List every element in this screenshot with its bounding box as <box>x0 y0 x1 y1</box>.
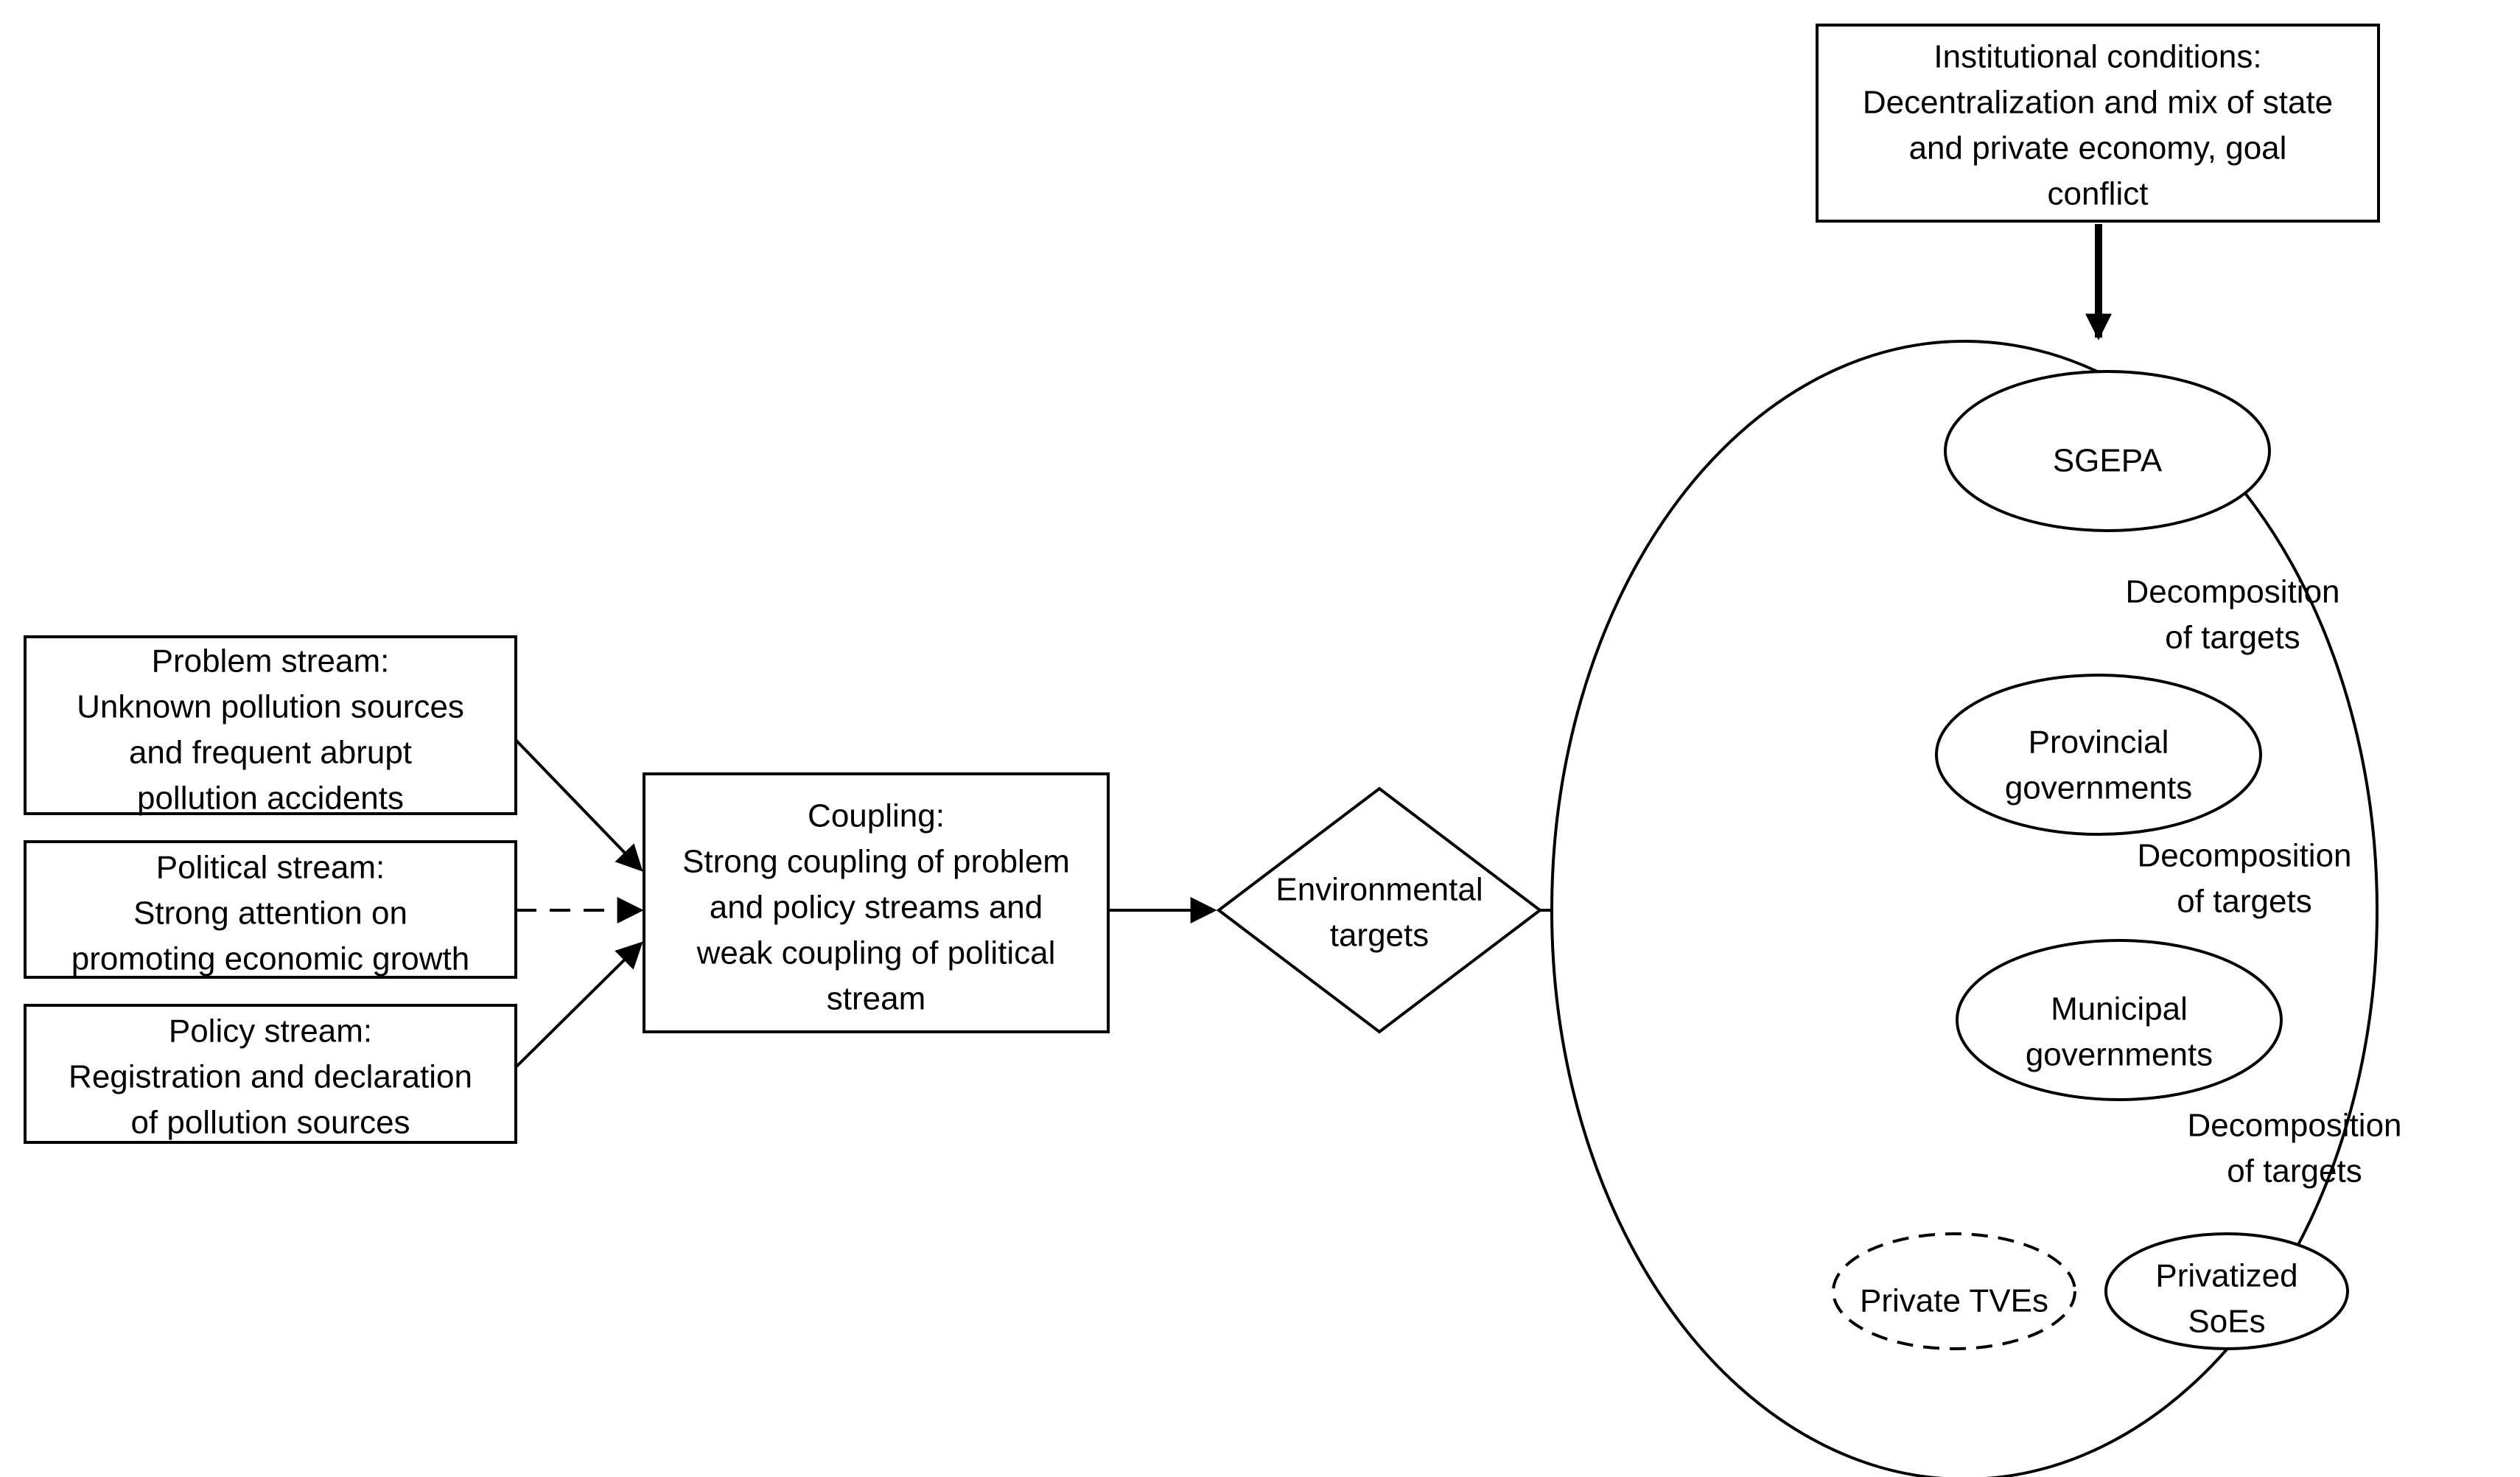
nodes.targets.lines-line-1: Environmental <box>1275 872 1483 908</box>
nodes.coupling.lines-line-4: weak coupling of political <box>696 935 1056 971</box>
nodes.political.lines-line-1: Political stream: <box>156 850 385 886</box>
edge_labels.municipal_to_soes-line-1: Decomposition <box>2187 1108 2401 1144</box>
nodes.institutional.lines-line-1: Institutional conditions: <box>1933 39 2261 75</box>
nodes.privatized_soes.lines-line-2: SoEs <box>2188 1304 2265 1340</box>
edge_labels.sgepa_to_provincial-line-1: Decomposition <box>2125 574 2339 610</box>
nodes.municipal.lines-line-2: governments <box>2026 1037 2213 1073</box>
nodes.problem.lines-line-3: and frequent abrupt <box>129 735 412 771</box>
environmental-targets-node: Environmental targets <box>1216 786 1543 1034</box>
nodes.problem.lines-line-1: Problem stream: <box>152 643 390 680</box>
nodes.policy.lines-line-2: Registration and declaration <box>69 1059 472 1095</box>
edge_labels.provincial_to_municipal-line-2: of targets <box>2177 884 2311 920</box>
private-tves-node: Private TVEs <box>1832 1232 2076 1350</box>
edge_labels.provincial_to_municipal-line-1: Decomposition <box>2137 838 2351 874</box>
institutional-conditions-node: Institutional conditions: Decentralizatio… <box>1816 24 2380 223</box>
coupling-node: Coupling: Strong coupling of problem and p… <box>643 772 1110 1033</box>
nodes.coupling.lines-line-5: stream <box>827 981 925 1017</box>
nodes.coupling.lines-line-2: Strong coupling of problem <box>682 844 1070 880</box>
nodes.policy.lines-line-1: Policy stream: <box>169 1013 372 1050</box>
nodes.privatized_soes.lines-line-1: Privatized <box>2155 1258 2297 1294</box>
nodes.institutional.lines-line-3: and private economy, goal <box>1909 130 2287 167</box>
nodes.sgepa.lines-line-1: SGEPA <box>2053 443 2163 479</box>
problem-stream-node: Problem stream: Unknown pollution sources… <box>24 635 517 817</box>
nodes.coupling.lines-line-1: Coupling: <box>808 798 945 834</box>
nodes.coupling.lines-line-3: and policy streams and <box>710 890 1043 926</box>
edge-label-sgepa-provincial: Decomposition of targets <box>2125 574 2339 656</box>
governance-ellipse <box>1550 340 2379 1477</box>
nodes.municipal.lines-line-1: Municipal <box>2051 991 2188 1027</box>
edge-problem-to-coupling <box>514 738 643 872</box>
policy-stream-node: Policy stream: Registration and declarati… <box>24 1004 517 1144</box>
sgepa-node: SGEPA <box>1944 370 2271 532</box>
edge-label-provincial-municipal: Decomposition of targets <box>2137 838 2351 920</box>
nodes.institutional.lines-line-2: Decentralization and mix of state <box>1863 85 2333 121</box>
edge_labels.municipal_to_soes-line-2: of targets <box>2227 1153 2362 1190</box>
political-stream-node: Political stream: Strong attention on prom… <box>24 840 517 979</box>
nodes.political.lines-line-2: Strong attention on <box>133 895 407 932</box>
nodes.problem.lines-line-4: pollution accidents <box>137 781 404 817</box>
nodes.problem.lines-line-2: Unknown pollution sources <box>77 689 464 725</box>
nodes.policy.lines-line-3: of pollution sources <box>130 1105 410 1141</box>
nodes.provincial.lines-line-1: Provincial <box>2029 724 2169 761</box>
nodes.provincial.lines-line-2: governments <box>2005 770 2192 806</box>
nodes.political.lines-line-3: promoting economic growth <box>71 941 469 977</box>
edge_labels.sgepa_to_provincial-line-2: of targets <box>2165 620 2300 656</box>
edge-label-municipal-soes: Decomposition of targets <box>2187 1108 2401 1190</box>
municipal-governments-node: Municipal governments <box>1956 939 2283 1101</box>
nodes.institutional.lines-line-4: conflict <box>2048 176 2149 212</box>
provincial-governments-node: Provincial governments <box>1935 674 2262 836</box>
nodes.targets.lines-line-2: targets <box>1330 918 1429 954</box>
nodes.private_tves.lines-line-1: Private TVEs <box>1860 1283 2048 1319</box>
edge-policy-to-coupling <box>514 941 643 1069</box>
